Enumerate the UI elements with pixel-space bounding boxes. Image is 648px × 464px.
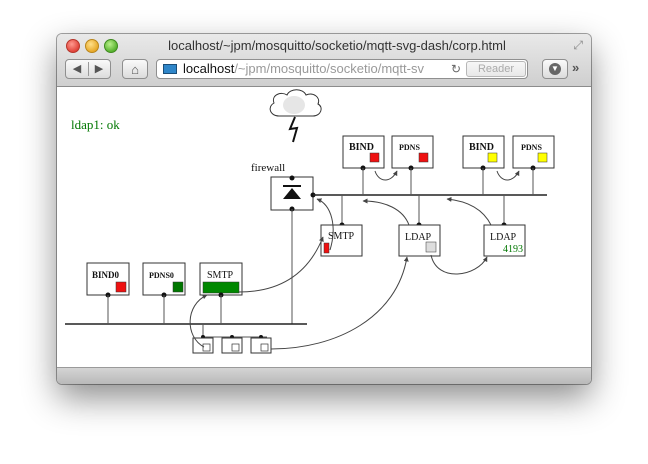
queue-level-bar <box>202 281 240 294</box>
wan-link-icon <box>288 116 299 143</box>
pdns0-node[interactable]: PDNS0 <box>142 262 186 324</box>
zoom-window-button[interactable] <box>104 39 118 53</box>
forward-button[interactable]: ▶ <box>94 63 104 75</box>
ldap-sync-arrow <box>430 254 488 275</box>
node-label: LDAP <box>490 232 517 243</box>
node-label: PDNS0 <box>149 271 174 280</box>
node-label: BIND <box>469 142 494 153</box>
reader-button[interactable]: Reader <box>466 61 526 77</box>
address-bar[interactable]: localhost/~jpm/mosquitto/socketio/mqtt-s… <box>156 59 528 79</box>
url-text: localhost/~jpm/mosquitto/socketio/mqtt-s… <box>183 60 424 78</box>
back-forward-buttons: ◀▶ <box>65 59 111 79</box>
smtp-lan-node[interactable]: SMTP <box>199 262 243 324</box>
status-bar <box>57 367 591 384</box>
pdns-top-node[interactable]: PDNS <box>391 135 434 195</box>
home-icon: ⌂ <box>131 62 139 77</box>
node-label: PDNS <box>399 143 420 152</box>
ldap-query-arrow <box>446 196 492 226</box>
nav-divider <box>88 62 89 76</box>
node-label: LDAP <box>405 232 432 243</box>
status-text: ldap1: ok <box>71 117 120 132</box>
bind-top-node[interactable]: BIND <box>342 135 385 195</box>
status-indicator <box>418 152 429 163</box>
replication-arrow <box>374 170 398 181</box>
ldap-b-node[interactable]: LDAP 4193 <box>483 195 526 257</box>
mail-relay-arrow <box>238 236 324 293</box>
status-indicator <box>172 281 184 293</box>
node-label: SMTP <box>328 231 355 242</box>
internet-cloud-icon <box>269 89 322 117</box>
bind0-node[interactable]: BIND0 <box>86 262 130 324</box>
download-icon: ▼ <box>549 63 561 76</box>
window-title: localhost/~jpm/mosquitto/socketio/mqtt-s… <box>168 38 506 53</box>
ldap-query-arrow <box>362 198 410 226</box>
url-host: localhost <box>183 61 235 76</box>
node-label: SMTP <box>207 270 234 281</box>
minimize-window-button[interactable] <box>85 39 99 53</box>
client-mail-arrow <box>189 294 208 348</box>
ldap-counter: 4193 <box>503 244 523 255</box>
status-indicator <box>369 152 380 163</box>
downloads-button[interactable]: ▼ <box>542 59 568 79</box>
page-content: ldap1: ok firewall BIND <box>57 87 591 368</box>
status-indicator <box>425 241 437 253</box>
browser-toolbar: localhost/~jpm/mosquitto/socketio/mqtt-s… <box>57 34 591 87</box>
home-button[interactable]: ⌂ <box>122 59 148 79</box>
firewall-icon <box>283 185 301 199</box>
page-favicon-icon <box>163 64 177 74</box>
node-label: BIND <box>349 142 374 153</box>
url-path: /~jpm/mosquitto/socketio/mqtt-sv <box>234 61 424 76</box>
node-label: BIND0 <box>92 270 120 280</box>
toolbar-overflow-icon[interactable]: » <box>572 60 580 75</box>
bind-top2-node[interactable]: BIND <box>462 135 505 195</box>
ldap-a-node[interactable]: LDAP <box>398 195 441 257</box>
fullscreen-icon[interactable]: ⤢ <box>573 38 583 52</box>
client-workstations <box>192 324 272 354</box>
firewall-label: firewall <box>251 162 285 174</box>
client-ldap-arrow <box>270 256 409 350</box>
network-diagram: ldap1: ok firewall BIND <box>65 89 555 354</box>
status-indicator <box>537 152 548 163</box>
back-button[interactable]: ◀ <box>72 63 82 75</box>
queue-level-bar <box>323 242 330 254</box>
smtp-dmz-node[interactable]: SMTP <box>320 195 363 257</box>
replication-arrow <box>496 170 520 181</box>
pdns-top2-node[interactable]: PDNS <box>512 135 555 195</box>
close-window-button[interactable] <box>66 39 80 53</box>
mail-flow-arrow <box>316 198 334 251</box>
status-indicator <box>487 152 498 163</box>
reload-icon[interactable]: ↻ <box>451 62 462 76</box>
status-indicator <box>115 281 127 293</box>
browser-window: localhost/~jpm/mosquitto/socketio/mqtt-s… <box>57 34 591 384</box>
node-label: PDNS <box>521 143 542 152</box>
